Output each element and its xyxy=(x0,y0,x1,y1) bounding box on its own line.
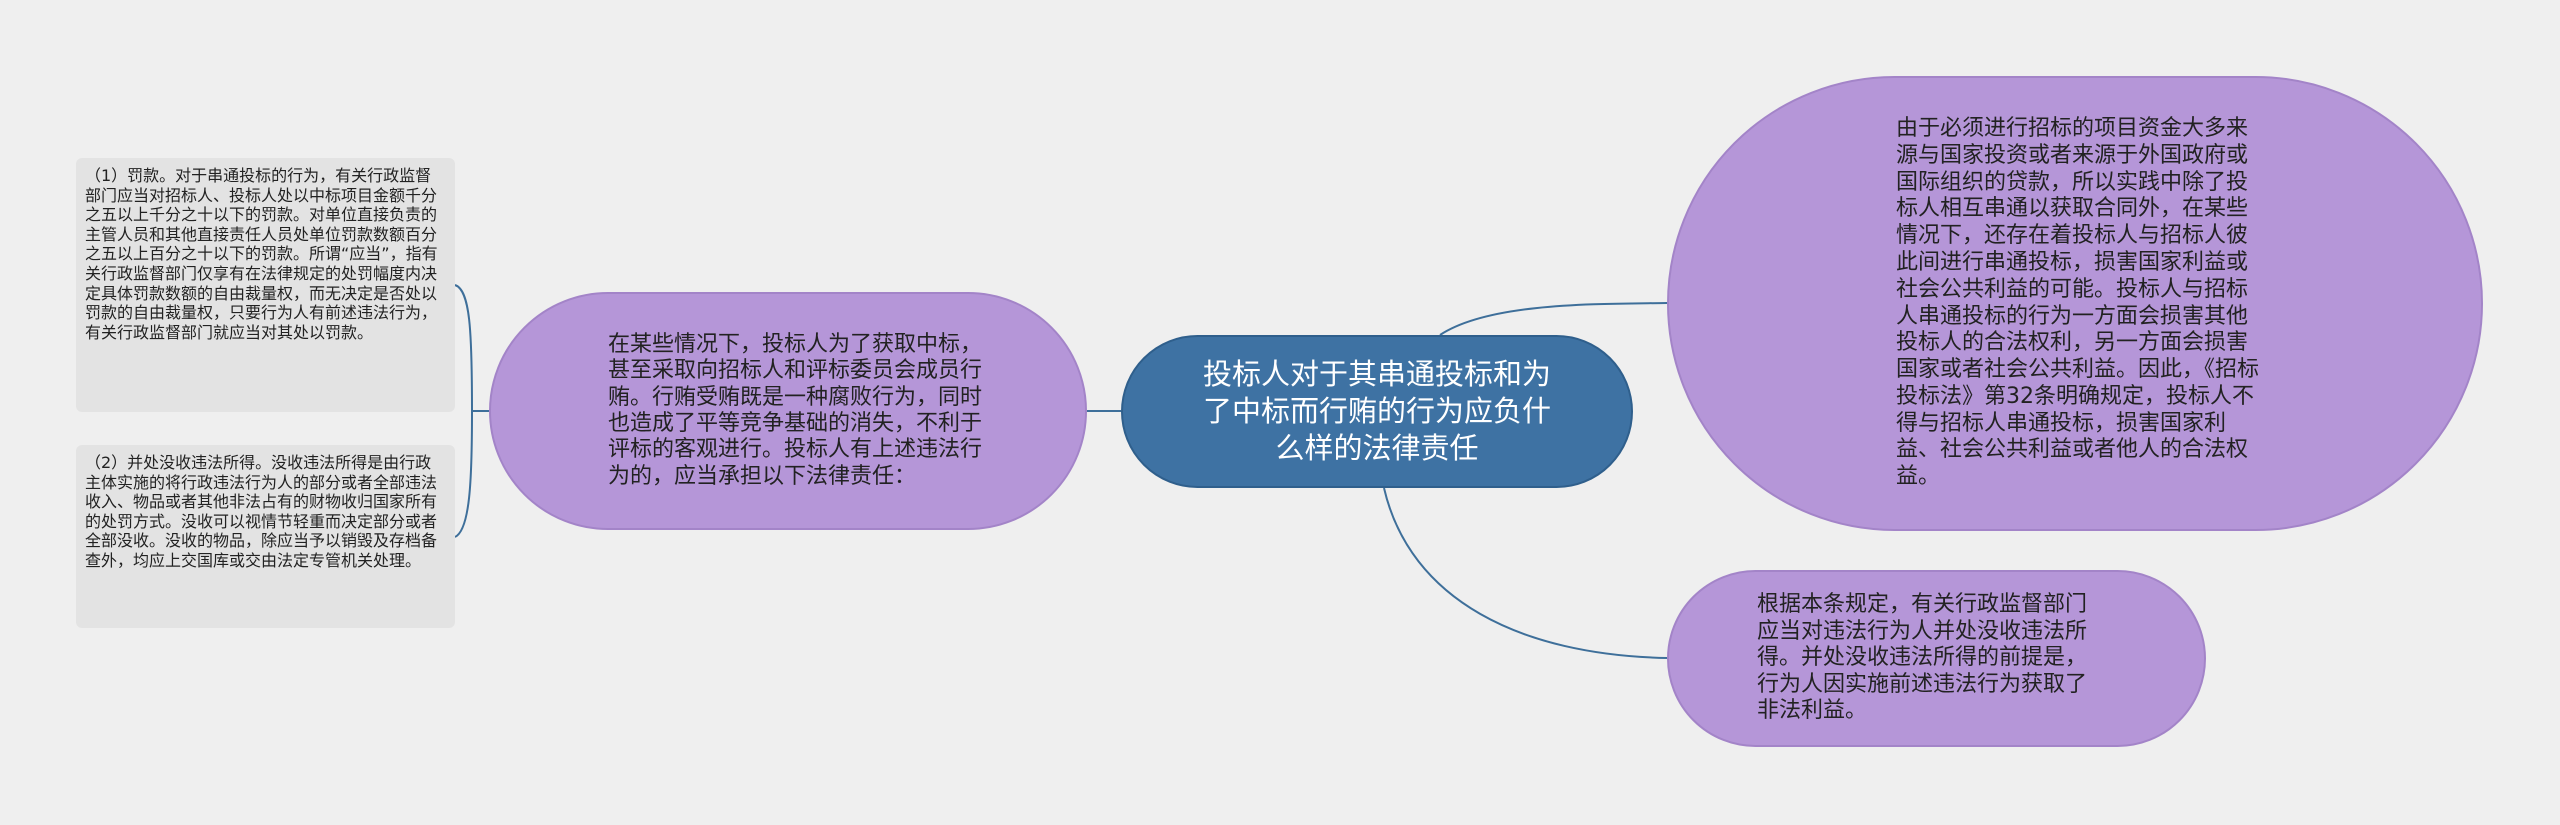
leaf-penalty-fine[interactable]: （1）罚款。对于串通投标的行为，有关行政监督部门应当对招标人、投标人处以中标项目… xyxy=(76,158,455,412)
connector-center-right-bottom xyxy=(1383,487,1668,659)
leaf-confiscation-text: （2）并处没收违法所得。没收违法所得是由行政主体实施的将行政违法行为人的部分或者… xyxy=(85,453,438,570)
connector-left-leaf-2 xyxy=(454,410,473,538)
branch-collusion-text: 由于必须进行招标的项目资金大多来源与国家投资或者来源于外国政府或国际组织的贷款，… xyxy=(1896,115,2260,490)
leaf-confiscation[interactable]: （2）并处没收违法所得。没收违法所得是由行政主体实施的将行政违法行为人的部分或者… xyxy=(76,445,455,628)
central-topic[interactable]: 投标人对于其串通投标和为了中标而行贿的行为应负什么样的法律责任 xyxy=(1121,335,1633,488)
branch-illegal-gains-text: 根据本条规定，有关行政监督部门应当对违法行为人并处没收违法所得。并处没收违法所得… xyxy=(1757,592,2088,724)
central-topic-text: 投标人对于其串通投标和为了中标而行贿的行为应负什么样的法律责任 xyxy=(1202,357,1551,465)
connector-center-right-top xyxy=(1439,302,1668,336)
branch-bribery-text: 在某些情况下，投标人为了获取中标，甚至采取向招标人和评标委员会成员行贿。行贿受贿… xyxy=(608,331,983,489)
branch-bribery[interactable]: 在某些情况下，投标人为了获取中标，甚至采取向招标人和评标委员会成员行贿。行贿受贿… xyxy=(489,292,1087,530)
connector-left-leaf-1 xyxy=(454,284,473,412)
branch-collusion[interactable]: 由于必须进行招标的项目资金大多来源与国家投资或者来源于外国政府或国际组织的贷款，… xyxy=(1667,76,2483,531)
leaf-penalty-fine-text: （1）罚款。对于串通投标的行为，有关行政监督部门应当对招标人、投标人处以中标项目… xyxy=(85,166,438,342)
branch-illegal-gains[interactable]: 根据本条规定，有关行政监督部门应当对违法行为人并处没收违法所得。并处没收违法所得… xyxy=(1667,570,2206,747)
